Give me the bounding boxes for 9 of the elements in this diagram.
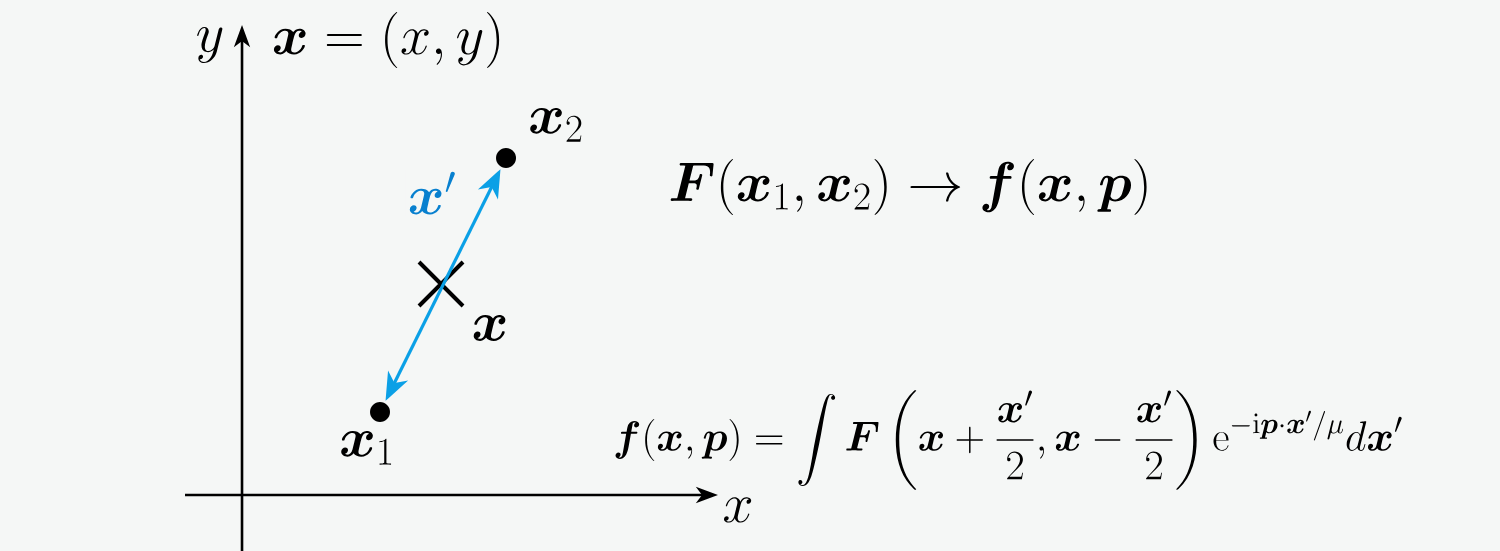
point-label: $\boldsymbol{x}_1$	[341, 430, 392, 465]
edge-label: $\boldsymbol{x}'$	[405, 169, 459, 217]
formula: $\boldsymbol{f}(\boldsymbol{x},\boldsymbol{p})=\int\boldsymbol{F}\left(\boldsymbol{x}+\frac{\boldsymbol{x}'}{2},\boldsymbol{x}-\frac{\boldsymbol{x}'}{2}\right)\mathrm{e}^{-\mathrm{i}\boldsymbol{p}\cdot\boldsymbol{x}'/\mu}d\boldsymbol{x}'$	[615, 390, 1402, 490]
formula: $\boldsymbol{x}=(x,y)$	[273, 12, 500, 68]
formula: $\boldsymbol{F}(\boldsymbol{x}_1,\boldsymbol{x}_2)\to\boldsymbol{f}(\boldsymbol{x},\boldsymbol{p})$	[670, 159, 1147, 215]
axis-label: $y$	[197, 26, 223, 63]
point-label: $\boldsymbol{x}$	[473, 315, 506, 341]
axis-label: $x$	[724, 497, 752, 523]
point-label: $\boldsymbol{x}_2$	[530, 107, 582, 142]
